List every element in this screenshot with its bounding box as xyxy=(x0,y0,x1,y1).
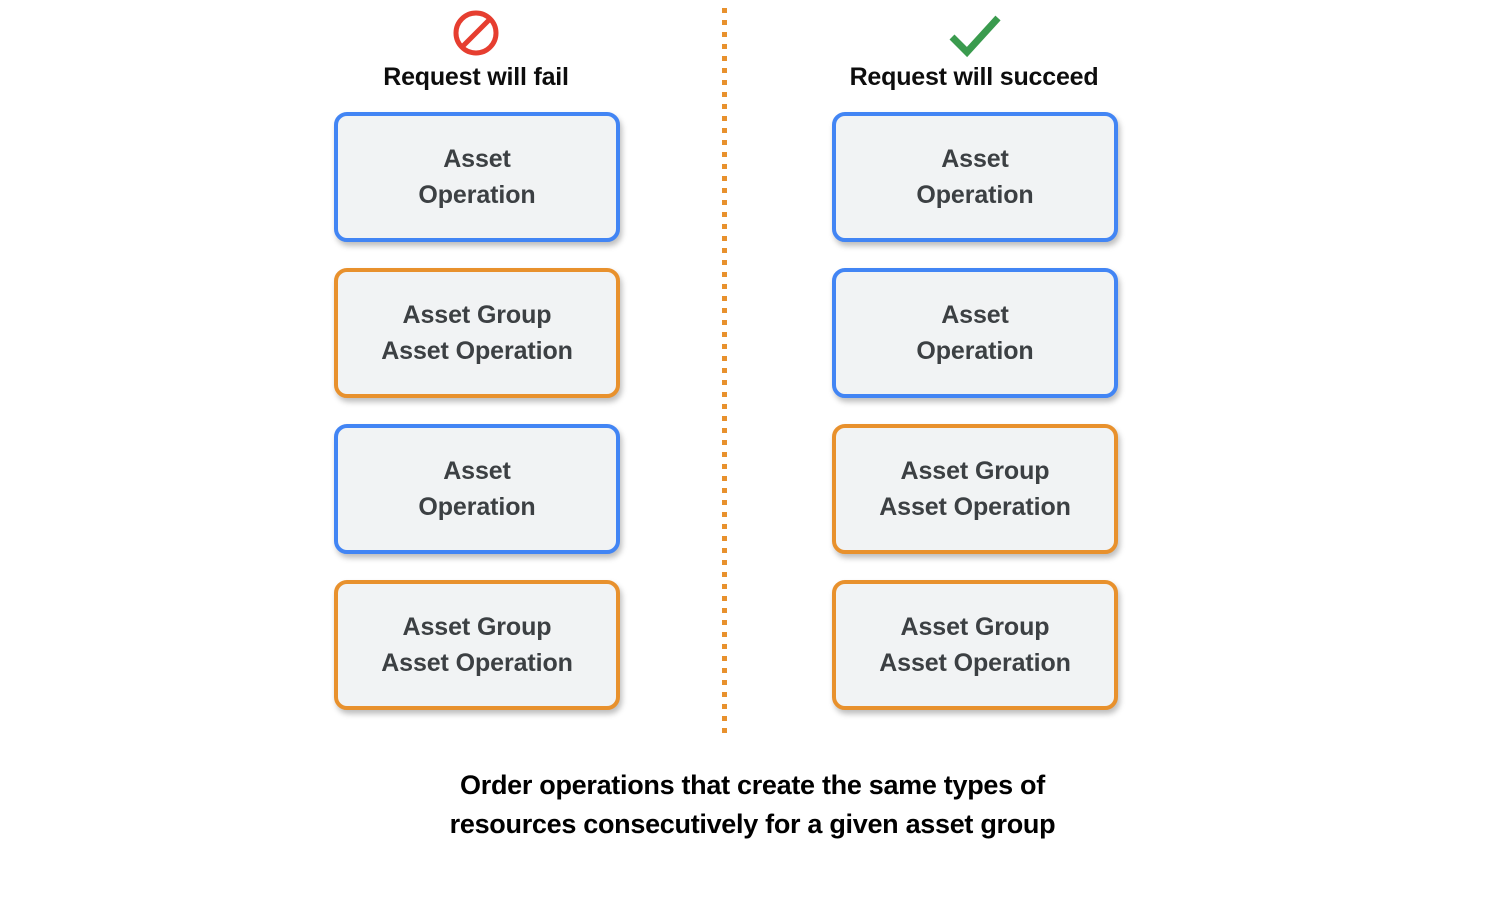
card-asset-group-operation[interactable]: Asset Group Asset Operation xyxy=(832,424,1118,554)
card-asset-group-operation[interactable]: Asset Group Asset Operation xyxy=(832,580,1118,710)
card-asset-operation[interactable]: Asset Operation xyxy=(832,112,1118,242)
card-label: Asset Group Asset Operation xyxy=(381,613,573,677)
caption-line-2: resources consecutively for a given asse… xyxy=(449,809,1056,839)
vertical-dotted-divider xyxy=(722,8,727,738)
column-header-fail: Request will fail xyxy=(326,8,626,92)
card-asset-operation[interactable]: Asset Operation xyxy=(334,112,620,242)
card-label: Asset Operation xyxy=(916,301,1034,365)
column-title-fail: Request will fail xyxy=(383,63,569,91)
card-label: Asset Group Asset Operation xyxy=(879,457,1071,521)
column-header-succeed: Request will succeed xyxy=(824,8,1124,92)
card-stack-fail: Asset Operation Asset Group Asset Operat… xyxy=(334,112,624,736)
diagram-caption: Order operations that create the same ty… xyxy=(0,766,1505,844)
prohibited-icon xyxy=(446,8,506,60)
card-label: Asset Operation xyxy=(916,145,1034,209)
card-asset-operation[interactable]: Asset Operation xyxy=(334,424,620,554)
caption-line-1: Order operations that create the same ty… xyxy=(460,770,1045,800)
check-icon xyxy=(944,8,1004,60)
column-title-succeed: Request will succeed xyxy=(849,63,1099,91)
card-asset-operation[interactable]: Asset Operation xyxy=(832,268,1118,398)
card-label: Asset Operation xyxy=(418,457,536,521)
card-label: Asset Group Asset Operation xyxy=(381,301,573,365)
card-asset-group-operation[interactable]: Asset Group Asset Operation xyxy=(334,268,620,398)
card-stack-succeed: Asset Operation Asset Operation Asset Gr… xyxy=(832,112,1122,736)
card-label: Asset Operation xyxy=(418,145,536,209)
card-asset-group-operation[interactable]: Asset Group Asset Operation xyxy=(334,580,620,710)
card-label: Asset Group Asset Operation xyxy=(879,613,1071,677)
